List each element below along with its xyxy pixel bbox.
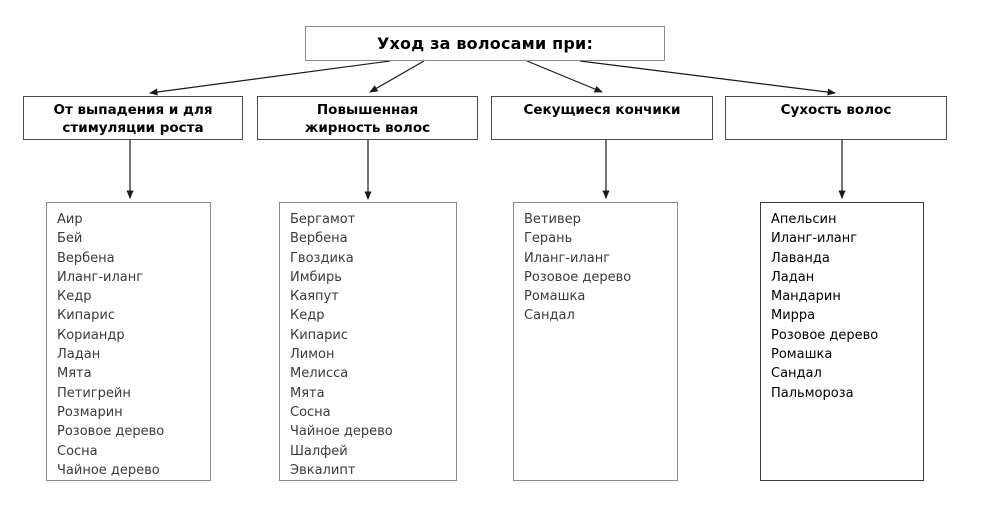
arrow-title-to-category-4 xyxy=(579,60,836,96)
oil-item: Мелисса xyxy=(290,366,349,382)
oil-item: Иланг-иланг xyxy=(524,250,611,266)
oil-item: Герань xyxy=(524,231,573,247)
oil-item: Мята xyxy=(290,385,325,401)
oil-item: Шалфей xyxy=(290,443,348,459)
category-label-line: жирность волос xyxy=(304,120,431,136)
oil-item: Эвкалипт xyxy=(290,462,356,478)
oil-item: Сандал xyxy=(524,308,575,324)
oil-item: Иланг-иланг xyxy=(57,269,144,285)
oil-item: Розмарин xyxy=(57,404,123,420)
oil-item: Гвоздика xyxy=(290,250,354,266)
oil-item: Вербена xyxy=(57,250,115,266)
category-box-dry-hair: Сухость волос xyxy=(725,96,947,140)
category-label-line: стимуляции роста xyxy=(62,120,204,136)
oil-item: Петигрейн xyxy=(57,385,131,401)
oil-item: Вербена xyxy=(290,231,348,247)
oil-item: Пальмороза xyxy=(771,385,854,401)
category-label-line: Сухость волос xyxy=(780,102,892,118)
oil-item: Апельсин xyxy=(771,212,837,227)
oil-item: Розовое дерево xyxy=(771,327,879,343)
category-label-line: От выпадения и для xyxy=(53,102,213,118)
oil-item: Ветивер xyxy=(524,212,581,227)
oil-item: Кипарис xyxy=(57,308,115,324)
oil-item: Бергамот xyxy=(290,212,356,227)
oil-item: Розовое дерево xyxy=(57,424,165,440)
oil-item: Чайное дерево xyxy=(290,424,393,440)
oil-item: Ромашка xyxy=(524,289,586,305)
oil-item: Сандал xyxy=(771,366,822,382)
oil-item: Мандарин xyxy=(771,289,841,305)
category-label-line: Повышенная xyxy=(316,102,419,118)
arrow-title-to-category-1 xyxy=(149,60,391,96)
oil-item: Чайное дерево xyxy=(57,462,160,478)
oil-item: Лимон xyxy=(290,347,335,363)
diagram-title: Уход за волосами при: xyxy=(376,34,594,53)
oil-item: Мирра xyxy=(771,308,816,324)
oil-item: Сосна xyxy=(290,404,331,420)
oil-item: Иланг-иланг xyxy=(771,231,858,247)
arrow-title-to-category-3 xyxy=(526,60,603,93)
oil-item: Сосна xyxy=(57,443,98,459)
oil-item: Ладан xyxy=(771,269,815,285)
category-box-hair-loss: От выпадения и для стимуляции роста xyxy=(23,96,243,140)
title-box: Уход за волосами при: xyxy=(305,26,665,61)
oil-item: Кориандр xyxy=(57,327,125,343)
oil-item: Кипарис xyxy=(290,327,348,343)
oil-item: Розовое дерево xyxy=(524,269,632,285)
oil-item: Лаванда xyxy=(771,250,830,266)
oil-item: Ладан xyxy=(57,347,101,363)
oil-item: Бей xyxy=(57,231,83,247)
category-box-split-ends: Секущиеся кончики xyxy=(491,96,713,140)
oil-item: Кедр xyxy=(57,289,92,305)
oil-item: Ромашка xyxy=(771,347,833,363)
oil-item: Имбирь xyxy=(290,269,342,285)
category-box-oily-hair: Повышенная жирность волос xyxy=(257,96,478,140)
category-label-line: Секущиеся кончики xyxy=(523,102,681,118)
oil-item: Аир xyxy=(57,212,83,227)
oil-item: Кедр xyxy=(290,308,325,324)
arrow-title-to-category-2 xyxy=(369,60,425,93)
oil-item: Мята xyxy=(57,366,92,382)
oil-item: Каяпут xyxy=(290,289,339,305)
